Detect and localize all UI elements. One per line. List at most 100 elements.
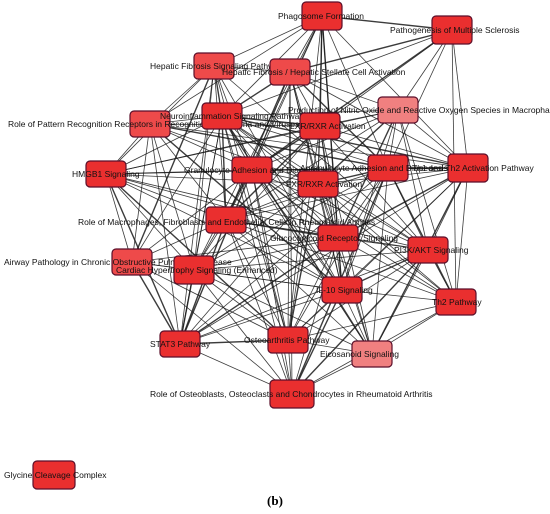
nodes-layer: Phagosome Formation Pathogenesis of Multi…: [4, 1, 550, 490]
node-box-agranulocyte[interactable]: [367, 154, 409, 182]
node-box-fxr[interactable]: [297, 170, 339, 198]
edge-granulocyte-il10: [251, 169, 343, 291]
edge-glucocorticoid-airway: [131, 237, 339, 263]
node-th1th2[interactable]: Th1 and Th2 Activation Pathway: [412, 153, 535, 183]
node-fxr[interactable]: FXR/RXR Activation: [286, 170, 362, 198]
edge-nitric-granulocyte: [251, 109, 399, 171]
node-ms[interactable]: Pathogenesis of Multiple Sclerosis: [390, 15, 519, 45]
node-osteoarthritis[interactable]: Osteoarthritis Pathway: [244, 326, 330, 354]
node-glucocorticoid[interactable]: Glucocorticoid Receptor Signaling: [270, 224, 398, 252]
node-airway[interactable]: Airway Pathology in Chronic Obstructive …: [4, 248, 232, 276]
node-label-hepfib: Hepatic Fibrosis Signaling Pathway: [150, 61, 284, 71]
node-box-granulocyte[interactable]: [231, 156, 273, 184]
node-lxr[interactable]: LXR/RXR Activation: [290, 112, 366, 140]
node-box-th1th2[interactable]: [447, 153, 489, 183]
edge-nitric-il10: [341, 109, 399, 291]
node-box-airway[interactable]: [111, 248, 153, 276]
edge-lxr-macrophages: [225, 125, 321, 221]
node-box-hmgb1[interactable]: [85, 160, 127, 188]
edge-hmgb1-glucocorticoid: [105, 173, 339, 239]
edge-hsc-macrophages: [225, 71, 291, 221]
edge-agranulocyte-cardiac: [193, 167, 389, 271]
edge-th1th2-th2: [455, 167, 469, 303]
edge-agranulocyte-osteoarthritis: [287, 167, 389, 341]
node-box-il10[interactable]: [321, 276, 363, 304]
edge-prr-agranulocyte: [149, 123, 389, 169]
node-box-hepfib[interactable]: [193, 52, 235, 80]
edge-airway-stat3: [131, 261, 181, 345]
edge-neuroinflam-agranulocyte: [221, 115, 389, 169]
node-box-cardiac[interactable]: [173, 255, 215, 285]
edge-macrophages-osteoarthritis: [225, 219, 289, 341]
edge-agranulocyte-th2: [387, 167, 457, 303]
edge-lxr-th1th2: [319, 125, 469, 169]
edge-macrophages-osteoblasts: [225, 219, 293, 395]
edge-ms-lxr: [319, 29, 453, 127]
edge-phagosome-agranulocyte: [321, 15, 389, 169]
node-box-prr[interactable]: [129, 110, 171, 138]
edge-airway-osteoblasts: [131, 261, 293, 395]
edge-lxr-il10: [319, 125, 343, 291]
node-label-neuroinflam: Neuroinflammation Signaling Pathway: [160, 111, 304, 121]
node-label-fxr: FXR/RXR Activation: [286, 179, 362, 189]
node-label-stat3: STAT3 Pathway: [150, 339, 211, 349]
node-label-macrophages: Role of Macrophages, Fibroblasts and End…: [78, 217, 375, 227]
edge-granulocyte-stat3: [179, 169, 253, 345]
node-stat3[interactable]: STAT3 Pathway: [150, 330, 211, 358]
node-box-stat3[interactable]: [159, 330, 201, 358]
edge-ms-agranulocyte: [387, 29, 453, 169]
node-eicosanoid[interactable]: Eicosanoid Signaling: [320, 340, 399, 368]
edge-granulocyte-eicosanoid: [251, 169, 373, 355]
node-box-ms[interactable]: [431, 15, 473, 45]
node-box-pi3k[interactable]: [407, 236, 449, 264]
node-box-osteoarthritis[interactable]: [267, 326, 309, 354]
node-hmgb1[interactable]: HMGB1 Signaling: [72, 160, 140, 188]
node-label-cardiac: Cardiac Hypertrophy Signaling (Enhanced): [116, 265, 278, 275]
node-box-osteoblasts[interactable]: [269, 379, 315, 409]
edge-granulocyte-pi3k: [251, 169, 429, 251]
edge-prr-th1th2: [149, 123, 469, 169]
edge-pi3k-stat3: [179, 249, 429, 345]
edge-nitric-th2: [397, 109, 457, 303]
node-box-lxr[interactable]: [299, 112, 341, 140]
edge-th1th2-macrophages: [225, 167, 469, 221]
node-nitric[interactable]: Production of Nitric Oxide and Reactive …: [288, 96, 550, 124]
node-box-hsc[interactable]: [269, 58, 311, 86]
node-neuroinflam[interactable]: Neuroinflammation Signaling Pathway: [160, 102, 304, 130]
node-box-macrophages[interactable]: [205, 206, 247, 234]
node-macrophages[interactable]: Role of Macrophages, Fibroblasts and End…: [78, 206, 375, 234]
edge-ms-granulocyte: [251, 29, 453, 171]
node-hepfib[interactable]: Hepatic Fibrosis Signaling Pathway: [150, 52, 284, 80]
edge-neuroinflam-glucocorticoid: [221, 115, 339, 239]
node-label-airway: Airway Pathology in Chronic Obstructive …: [4, 257, 232, 267]
node-il10[interactable]: IL-10 Signaling: [316, 276, 373, 304]
node-hsc[interactable]: Hepatic Fibrosis / Hepatic Stellate Cell…: [222, 58, 406, 86]
figure-caption: (b): [267, 493, 283, 508]
edge-hepfib-cardiac: [193, 65, 215, 271]
edge-neuroinflam-th1th2: [221, 115, 469, 169]
node-osteoblasts[interactable]: Role of Osteoblasts, Osteoclasts and Cho…: [150, 379, 433, 409]
node-box-neuroinflam[interactable]: [201, 102, 243, 130]
node-granulocyte[interactable]: Granulocyte Adhesion and Diapedesis: [184, 156, 328, 184]
node-box-phagosome[interactable]: [301, 1, 343, 31]
node-phagosome[interactable]: Phagosome Formation: [278, 1, 364, 31]
node-label-glycine: Glycine Cleavage Complex: [4, 470, 107, 480]
node-box-glucocorticoid[interactable]: [317, 224, 359, 252]
node-pi3k[interactable]: PI3K/AKT Signaling: [394, 236, 469, 264]
node-th2[interactable]: Th2 Pathway: [432, 288, 482, 316]
node-box-glycine[interactable]: [32, 460, 76, 490]
node-glycine[interactable]: Glycine Cleavage Complex: [4, 460, 107, 490]
node-prr[interactable]: Role of Pattern Recognition Receptors in…: [8, 110, 299, 138]
edge-th1th2-stat3: [179, 167, 469, 345]
edge-ms-hsc: [289, 29, 453, 73]
node-label-osteoarthritis: Osteoarthritis Pathway: [244, 335, 330, 345]
node-box-th2[interactable]: [435, 288, 477, 316]
edge-pi3k-eicosanoid: [371, 249, 429, 355]
node-box-eicosanoid[interactable]: [351, 340, 393, 368]
node-cardiac[interactable]: Cardiac Hypertrophy Signaling (Enhanced): [116, 255, 278, 285]
edge-hmgb1-airway: [105, 173, 133, 263]
node-box-nitric[interactable]: [377, 96, 419, 124]
edge-cardiac-il10: [193, 269, 343, 291]
node-agranulocyte[interactable]: Agranulocyte Adhesion and Diapedesis: [300, 154, 448, 182]
